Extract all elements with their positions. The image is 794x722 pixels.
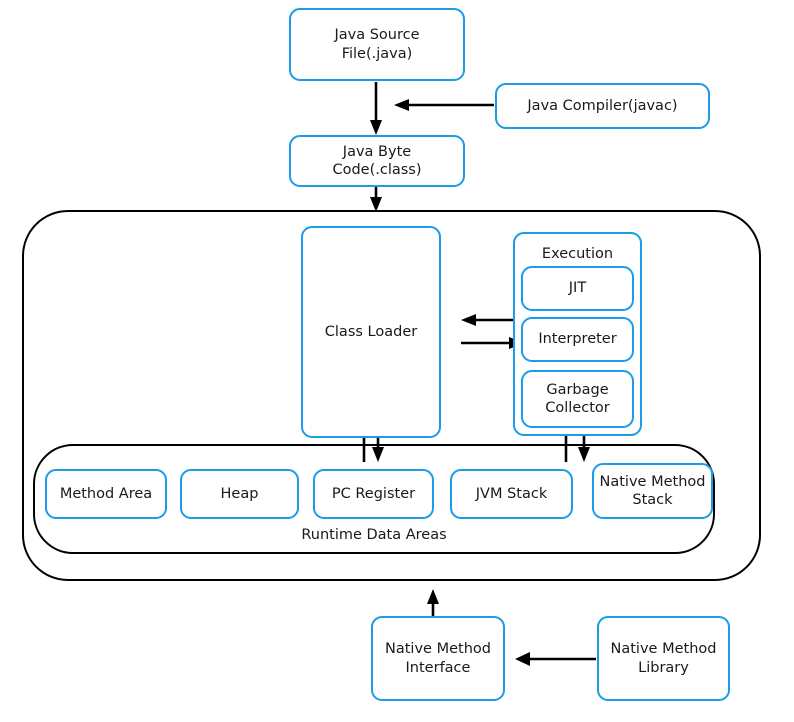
native-method-stack-label: Native Method Stack xyxy=(599,473,706,508)
heap-label: Heap xyxy=(220,485,259,502)
pc-register-box[interactable]: PC Register xyxy=(313,469,434,519)
interpreter-label: Interpreter xyxy=(538,331,617,348)
arrow-native-interface-to-jvm xyxy=(427,589,439,616)
garbage-collector-label: Garbage Collector xyxy=(545,381,610,416)
class-loader-label: Class Loader xyxy=(324,323,418,340)
execution-engine-title: Execution xyxy=(541,246,614,262)
native-method-interface-label: Native Method Interface xyxy=(385,641,491,676)
jit-box[interactable]: JIT xyxy=(521,266,634,311)
jvm-stack-label: JVM Stack xyxy=(475,485,548,502)
garbage-collector-box[interactable]: Garbage Collector xyxy=(521,370,634,428)
class-loader-box[interactable]: Class Loader xyxy=(301,226,441,438)
arrow-library-to-interface xyxy=(515,652,596,666)
interpreter-box[interactable]: Interpreter xyxy=(521,317,634,362)
java-source-file-box[interactable]: Java Source File(.java) xyxy=(289,8,465,81)
native-method-stack-box[interactable]: Native Method Stack xyxy=(592,463,713,519)
jit-label: JIT xyxy=(568,280,587,297)
native-method-interface-box[interactable]: Native Method Interface xyxy=(371,616,505,701)
arrow-bytecode-to-jvm xyxy=(370,187,382,212)
native-method-library-box[interactable]: Native Method Library xyxy=(597,616,730,701)
method-area-label: Method Area xyxy=(59,485,153,502)
java-byte-code-label: Java Byte Code(.class) xyxy=(332,143,422,178)
java-source-file-label: Java Source File(.java) xyxy=(334,27,420,62)
native-method-library-label: Native Method Library xyxy=(610,641,717,676)
java-byte-code-box[interactable]: Java Byte Code(.class) xyxy=(289,135,465,187)
jvm-stack-box[interactable]: JVM Stack xyxy=(450,469,573,519)
runtime-data-areas-container: Runtime Data Areas xyxy=(33,444,715,554)
pc-register-label: PC Register xyxy=(331,485,416,502)
java-compiler-box[interactable]: Java Compiler(javac) xyxy=(495,83,710,129)
jvm-container xyxy=(22,210,761,581)
arrow-source-to-bytecode xyxy=(370,82,382,135)
java-compiler-label: Java Compiler(javac) xyxy=(527,97,678,114)
runtime-data-areas-title: Runtime Data Areas xyxy=(301,526,447,543)
heap-box[interactable]: Heap xyxy=(180,469,299,519)
method-area-box[interactable]: Method Area xyxy=(45,469,167,519)
arrow-compiler-to-pipeline xyxy=(394,99,494,111)
